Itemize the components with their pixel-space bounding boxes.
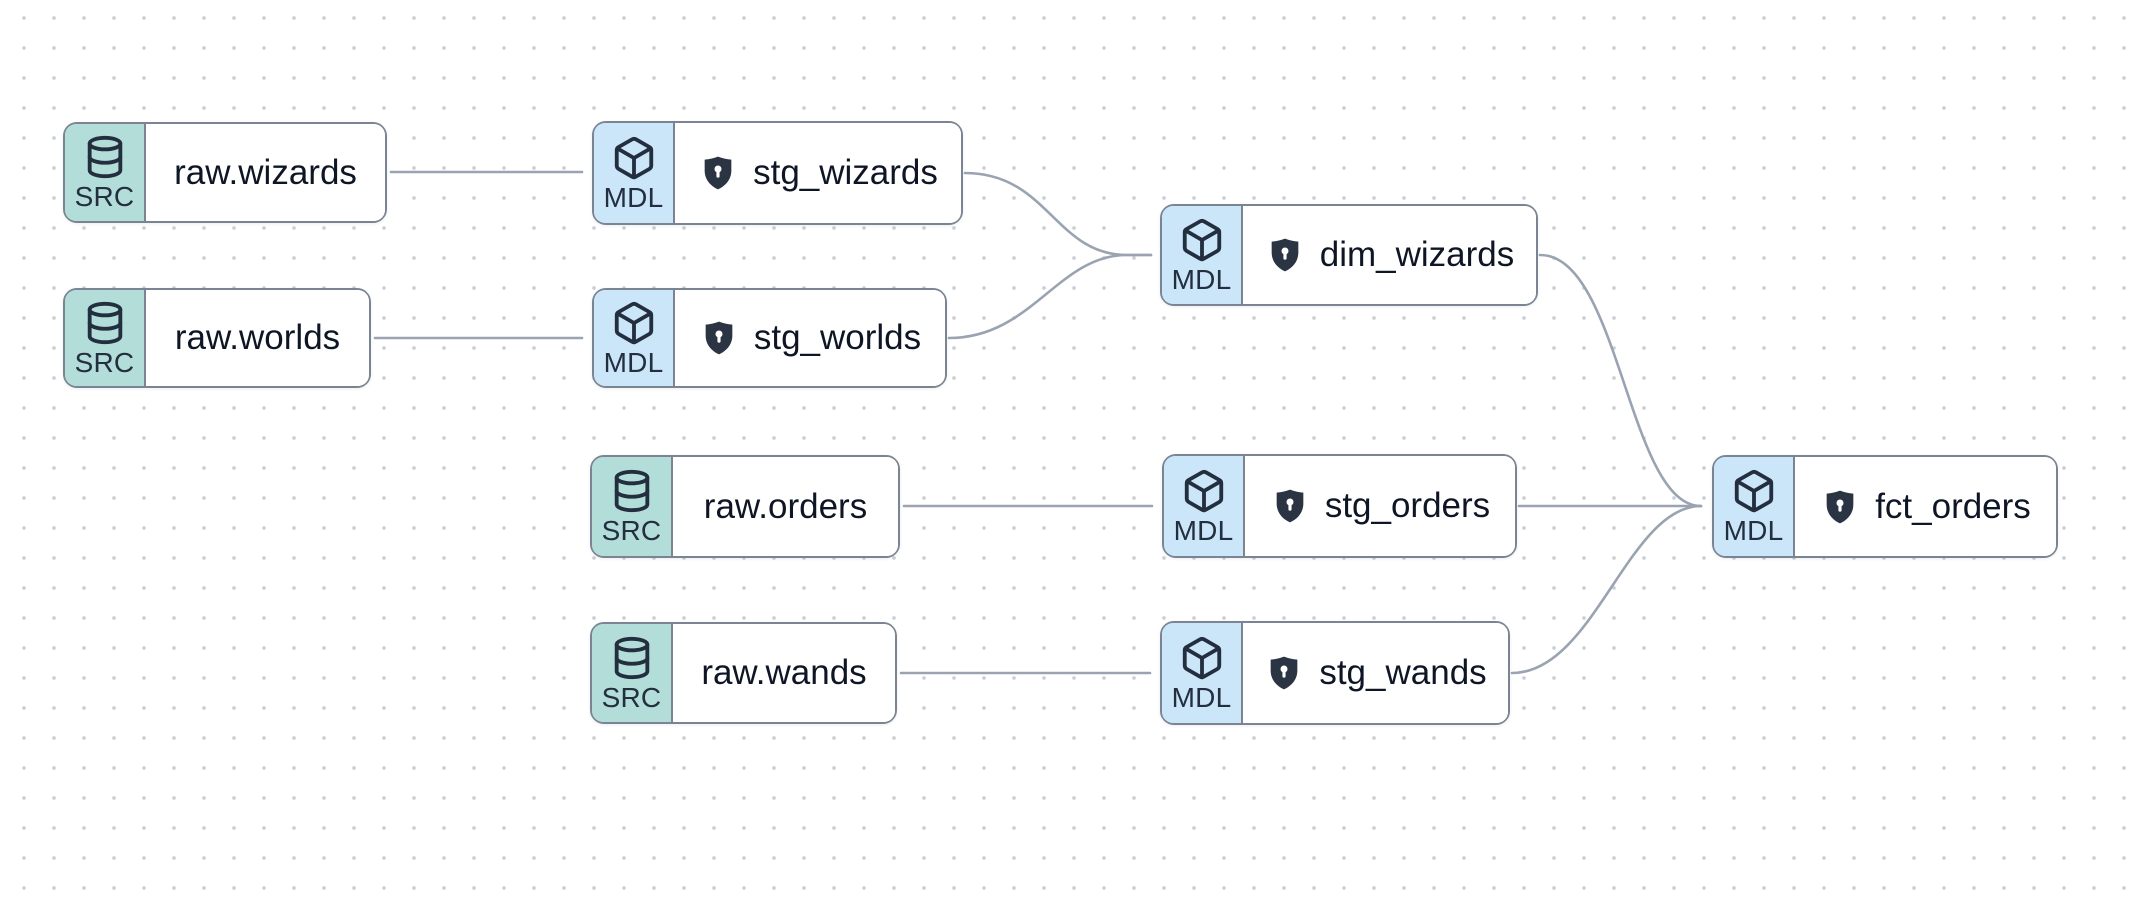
node-stg_worlds[interactable]: MDL stg_worlds	[592, 288, 947, 388]
database-icon	[609, 468, 655, 514]
node-raw_orders[interactable]: SRC raw.orders	[590, 455, 900, 558]
node-body: stg_wands	[1243, 623, 1508, 723]
node-kind-badge: MDL	[594, 123, 675, 223]
cube-icon	[611, 135, 657, 181]
node-kind-badge: SRC	[65, 290, 146, 386]
node-kind-badge: MDL	[1162, 206, 1243, 304]
cube-icon	[1181, 468, 1227, 514]
node-title: dim_wizards	[1319, 235, 1515, 274]
node-body: raw.worlds	[146, 290, 369, 386]
node-kind-label: SRC	[74, 181, 135, 212]
node-title: stg_wizards	[753, 153, 938, 192]
node-raw_wands[interactable]: SRC raw.wands	[590, 622, 897, 724]
node-stg_orders[interactable]: MDL stg_orders	[1162, 454, 1517, 558]
node-title: raw.wands	[701, 653, 867, 692]
node-kind-label: SRC	[74, 346, 135, 378]
node-kind-badge: MDL	[1714, 457, 1795, 556]
node-raw_wizards[interactable]: SRC raw.wizards	[63, 122, 387, 223]
shield-lock-icon	[698, 153, 738, 193]
node-stg_wizards[interactable]: MDL stg_wizards	[592, 121, 963, 225]
node-kind-badge: SRC	[65, 124, 146, 221]
node-kind-label: SRC	[601, 681, 662, 713]
node-fct_orders[interactable]: MDL fct_orders	[1712, 455, 2058, 558]
node-dim_wizards[interactable]: MDL dim_wizards	[1160, 204, 1538, 306]
node-body: raw.wizards	[146, 124, 385, 221]
node-kind-badge: SRC	[592, 457, 673, 556]
node-raw_worlds[interactable]: SRC raw.worlds	[63, 288, 371, 388]
shield-lock-icon	[1270, 486, 1310, 526]
cube-icon	[1179, 635, 1225, 681]
node-title: stg_wands	[1319, 653, 1487, 692]
cube-icon	[611, 300, 657, 346]
cube-icon	[1731, 468, 1777, 514]
node-kind-badge: MDL	[1164, 456, 1245, 556]
database-icon	[82, 134, 128, 180]
node-kind-badge: SRC	[592, 624, 673, 722]
database-icon	[609, 635, 655, 681]
node-stg_wands[interactable]: MDL stg_wands	[1160, 621, 1510, 725]
node-title: raw.wizards	[174, 152, 357, 192]
node-title: raw.orders	[703, 486, 868, 526]
node-title: stg_orders	[1324, 486, 1491, 525]
node-body: fct_orders	[1795, 457, 2056, 556]
database-icon	[82, 300, 128, 346]
node-body: raw.wands	[673, 624, 895, 722]
node-title: stg_worlds	[753, 318, 922, 357]
cube-icon	[1179, 217, 1225, 263]
shield-lock-icon	[1820, 487, 1860, 527]
node-body: stg_orders	[1245, 456, 1515, 556]
node-kind-label: MDL	[1171, 681, 1232, 713]
node-body: raw.orders	[673, 457, 898, 556]
node-kind-label: MDL	[603, 181, 664, 213]
node-kind-label: MDL	[1723, 515, 1784, 546]
node-kind-badge: MDL	[1162, 623, 1243, 723]
node-title: fct_orders	[1875, 486, 2031, 526]
node-body: dim_wizards	[1243, 206, 1536, 304]
shield-lock-icon	[1264, 653, 1304, 693]
node-kind-label: MDL	[1171, 263, 1232, 295]
node-body: stg_wizards	[675, 123, 961, 223]
node-kind-badge: MDL	[594, 290, 675, 386]
node-title: raw.worlds	[174, 318, 341, 357]
shield-lock-icon	[699, 318, 739, 358]
node-kind-label: MDL	[603, 346, 664, 378]
node-kind-label: SRC	[601, 515, 662, 546]
node-kind-label: MDL	[1173, 514, 1234, 546]
shield-lock-icon	[1265, 235, 1305, 275]
node-body: stg_worlds	[675, 290, 945, 386]
